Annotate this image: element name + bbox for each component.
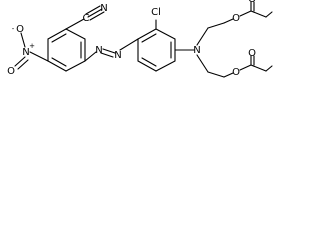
atom-o-ester-lower: O [232,67,240,78]
bond-azo-double-2 [100,52,114,58]
structure-diagram: C N N + O - O N N Cl N O O O O [0,0,273,99]
atom-o-carbonyl-upper: O [248,0,256,5]
bond-left-ring-double-c [51,57,67,67]
bond-upper-acyl-end [265,11,273,18]
bond-lower-acyl [250,64,267,72]
bond-nitrile-triple-2 [89,11,105,21]
atom-n-amine: N [193,45,200,56]
bond-upper-ch2-2 [223,18,234,24]
bond-left-ring-1 [47,28,67,40]
bond-left-ring-2 [65,28,86,40]
bond-nitrile-attach [65,18,85,30]
molecule-svg: C N N + O - O N N Cl N O O O O [7,0,273,78]
atom-n-azo-2: N [114,50,121,61]
bond-right-ring-4 [155,60,176,72]
bond-upper-acyl [250,10,267,18]
atom-o-nitro-bottom: O [7,66,15,77]
nitro-minus-charge: - [12,25,15,33]
bond-lower-ch2-2 [223,72,234,78]
bond-nitrile-triple-1 [87,8,103,18]
bond-lower-acyl-end [265,65,273,72]
bonds [14,1,273,78]
bond-nitrile-triple-3 [85,5,101,15]
nitro-plus-charge: + [29,42,35,50]
atom-n-azo-1: N [95,45,102,56]
atom-o-nitro-top: O [16,24,24,35]
atom-o-carbonyl-lower: O [248,48,256,59]
bond-right-ring-double-c [141,57,157,67]
bond-azo-left [84,51,97,62]
bond-nitro-attach [29,51,49,62]
atom-c-nitrile: C [83,13,90,24]
bond-amine-down [196,54,209,73]
bond-amine-up [196,27,209,46]
bond-nitro-bottom-1 [14,56,26,67]
atom-n-nitrile: N [100,3,107,14]
bond-upper-ch2-1 [207,22,225,29]
bond-right-ring-2 [155,28,176,40]
bond-nitro-bottom-2 [17,59,29,70]
bond-left-ring-double-a [51,33,67,43]
bond-lower-ester-o [239,64,252,71]
bond-left-ring-4 [65,60,86,72]
atom-n-nitro: N [22,47,29,58]
atom-cl: Cl [151,7,161,18]
bond-left-ring-5 [47,60,67,72]
bond-right-ring-1 [137,28,157,40]
atom-labels: C N N + O - O N N Cl N O O O O [7,0,256,78]
bond-lower-ch2-1 [207,71,225,78]
bond-nitro-top [20,32,26,48]
bond-upper-ester-o [239,10,252,17]
bond-azo-double-1 [102,48,116,54]
bond-right-ring-double-a [141,33,157,43]
bond-azo-right [119,38,139,51]
atom-o-ester-upper: O [232,13,240,24]
bond-right-ring-5 [137,60,157,72]
